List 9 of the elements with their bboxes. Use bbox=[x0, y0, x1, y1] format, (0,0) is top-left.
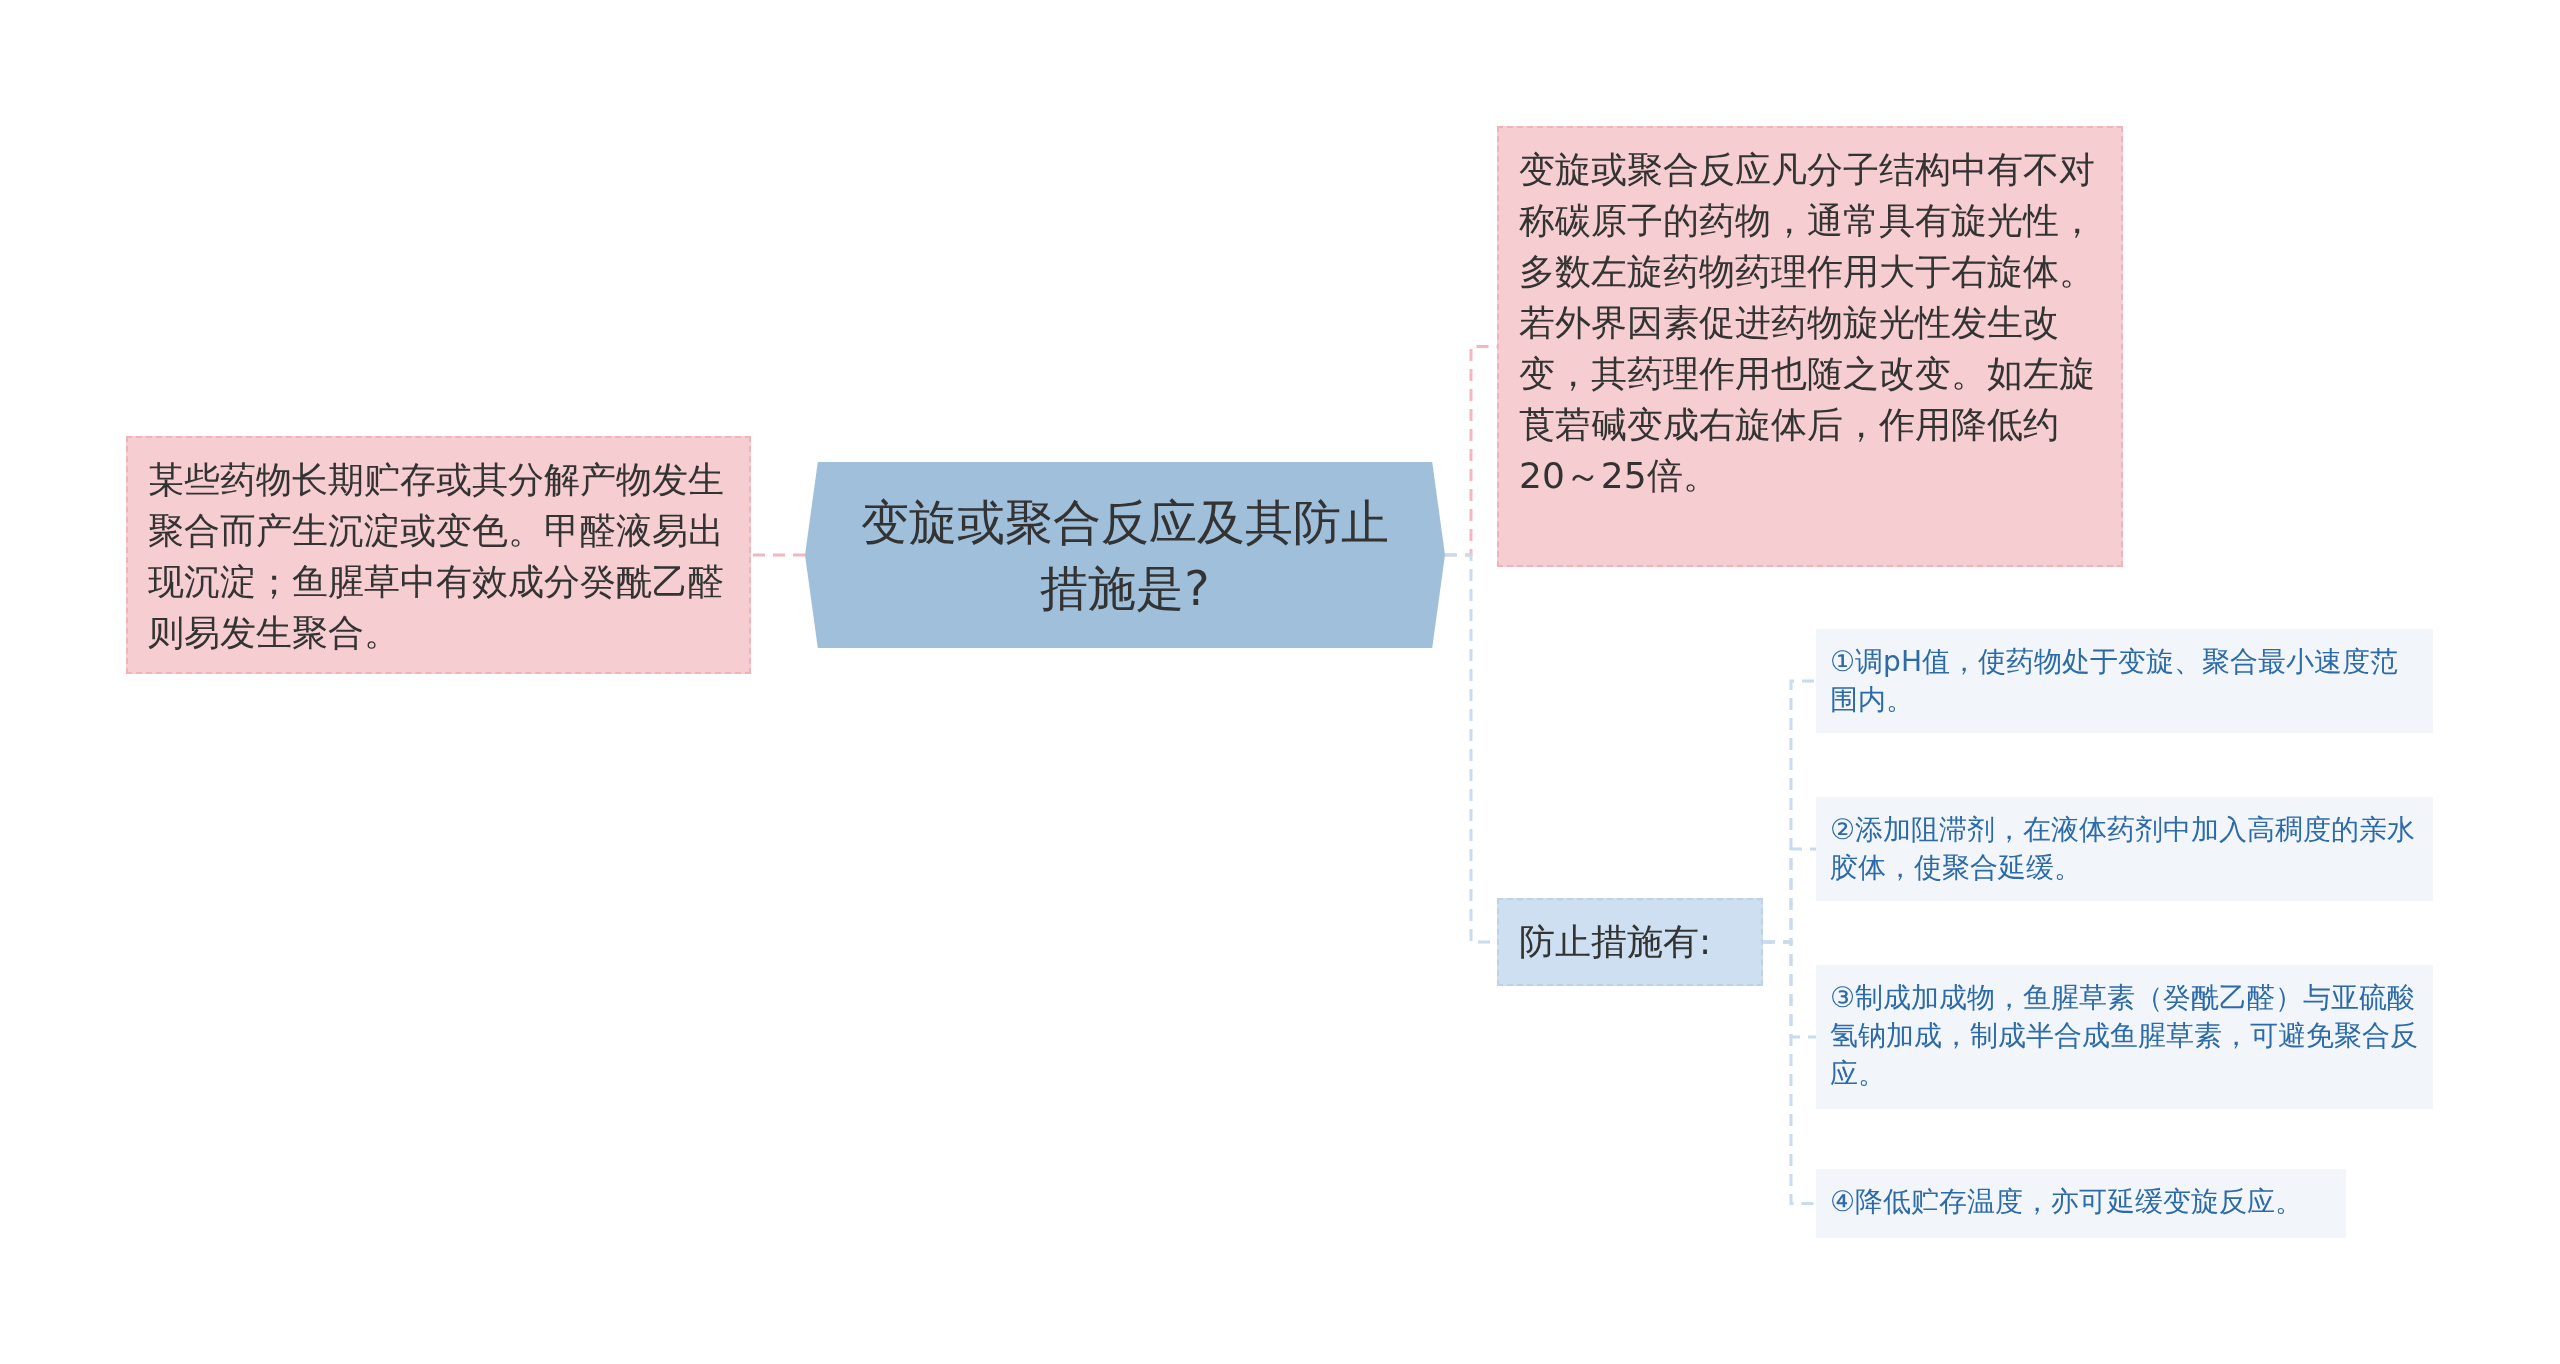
topic-box: ③制成加成物，鱼腥草素（癸酰乙醛）与亚硫酸氢钠加成，制成半合成鱼腥草素，可避免聚合反应。 bbox=[1816, 965, 2433, 1109]
topic-box: 变旋或聚合反应凡分子结构中有不对称碳原子的药物，通常具有旋光性，多数左旋药物药理作用大于右旋体。若外界因素促进药物旋光性发生改变，其药理作用也随之改变。如左旋莨菪碱变成右旋体后，作用降低约20～25倍。 bbox=[1497, 126, 2123, 567]
topic-box: 防止措施有: bbox=[1497, 898, 1763, 986]
topic-box: ②添加阻滞剂，在液体药剂中加入高稠度的亲水胶体，使聚合延缓。 bbox=[1816, 797, 2433, 901]
topic-box: ①调pH值，使药物处于变旋、聚合最小速度范围内。 bbox=[1816, 629, 2433, 733]
topic-box: 某些药物长期贮存或其分解产物发生聚合而产生沉淀或变色。甲醛液易出现沉淀；鱼腥草中有效成分癸酰乙醛则易发生聚合。 bbox=[126, 436, 751, 674]
connector-line bbox=[1763, 940, 1816, 1205]
connector-line bbox=[751, 553, 805, 557]
topic-box: ④降低贮存温度，亦可延缓变旋反应。 bbox=[1816, 1169, 2346, 1238]
